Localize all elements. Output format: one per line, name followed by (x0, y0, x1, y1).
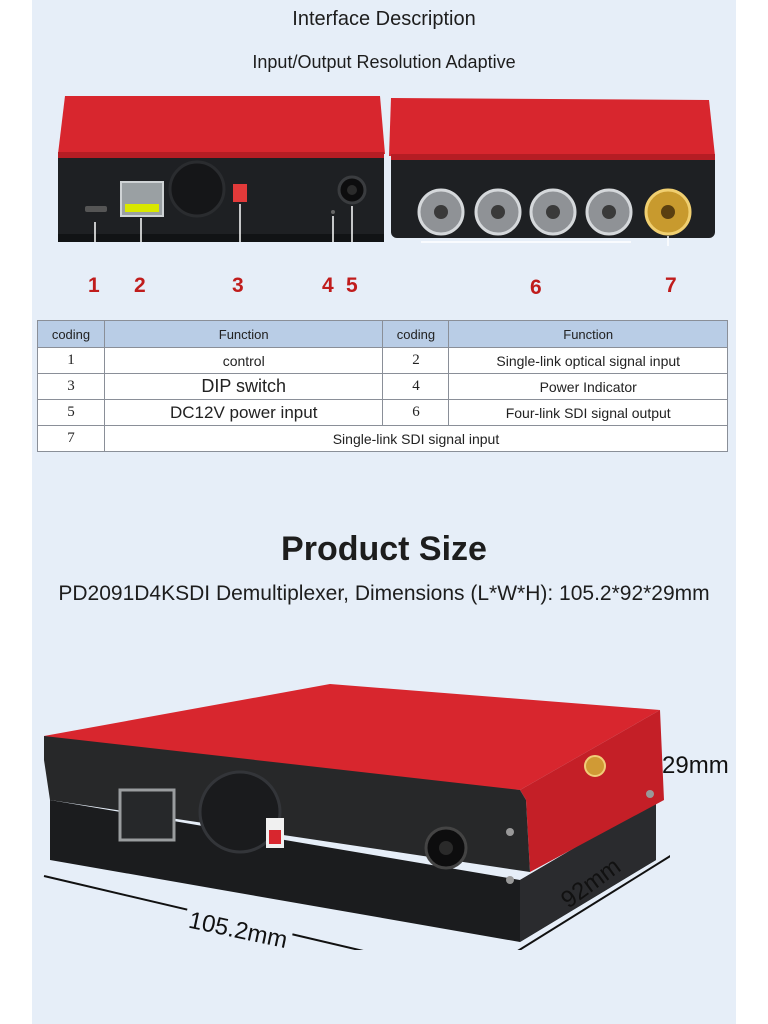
section-title-interface: Interface Description (292, 8, 476, 30)
section-subtitle-adaptive: Input/Output Resolution Adaptive (252, 52, 516, 72)
product-size-title: Product Size (281, 530, 487, 568)
header-coding-1: coding (37, 320, 105, 348)
table-cell-function: Power Indicator (448, 373, 728, 400)
table-cell-function: Four-link SDI signal output (448, 399, 728, 426)
device-rear-right-image (389, 98, 715, 246)
callout-7: 7 (665, 274, 677, 297)
table-cell-code: 7 (37, 425, 105, 452)
table-cell-function: Single-link SDI signal input (103, 425, 729, 452)
callout-5: 5 (346, 274, 358, 297)
table-row: 3 DIP switch 4 Power Indicator (37, 373, 728, 400)
table-cell-code: 6 (382, 399, 450, 426)
device-3d-image (43, 684, 670, 950)
callout-1: 1 (88, 274, 100, 297)
table-cell-function: DIP switch (103, 373, 384, 400)
table-cell-function: Single-link optical signal input (448, 347, 728, 374)
dimension-height-label: 29mm (662, 752, 729, 779)
callout-6: 6 (530, 276, 542, 299)
header-function-1: Function (103, 320, 384, 348)
device-rear-left-image (58, 96, 385, 242)
table-cell-code: 4 (382, 373, 450, 400)
table-cell-code: 1 (37, 347, 105, 374)
table-cell-function: control (103, 347, 384, 374)
product-dimensions-text: PD2091D4KSDI Demultiplexer, Dimensions (… (58, 582, 710, 605)
callout-2: 2 (134, 274, 146, 297)
table-row: 7 Single-link SDI signal input (37, 425, 729, 452)
table-header-row: coding Function coding Function (37, 320, 728, 348)
table-cell-code: 5 (37, 399, 105, 426)
callout-4: 4 (322, 274, 334, 297)
table-cell-code: 2 (382, 347, 450, 374)
header-function-2: Function (448, 320, 728, 348)
callout-3: 3 (232, 274, 244, 297)
table-row: 1 control 2 Single-link optical signal i… (37, 347, 728, 374)
table-row: 5 DC12V power input 6 Four-link SDI sign… (37, 399, 728, 426)
interface-table: coding Function coding Function 1 contro… (37, 320, 729, 452)
header-coding-2: coding (382, 320, 450, 348)
table-cell-function: DC12V power input (103, 399, 384, 426)
table-cell-code: 3 (37, 373, 105, 400)
